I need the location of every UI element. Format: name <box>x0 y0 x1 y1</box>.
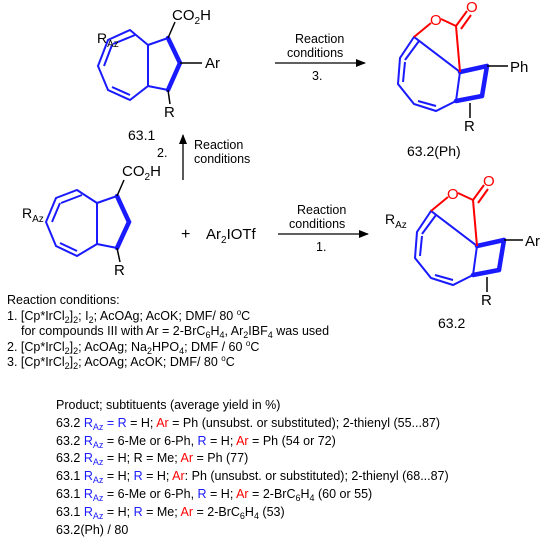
arrow-3-line1: Reaction <box>295 32 344 46</box>
compound-label-63-2: 63.2 <box>438 315 465 331</box>
arrow-1-number: 1. <box>316 240 326 254</box>
raz-label: RAz <box>385 211 407 231</box>
product-row: 63.2 RAz = 6-Me or 6-Ph, R = H; Ar = Ph … <box>56 433 336 450</box>
product-row: 63.2 RAz = H; R = Me; Ar = Ph (77) <box>56 451 249 468</box>
ring-oxygen-label: O <box>430 12 442 29</box>
arrow-1-line1: Reaction <box>297 203 346 217</box>
compound-label-63-1: 63.1 <box>128 127 155 143</box>
aryl-label: Ar <box>205 55 220 72</box>
carbonyl-oxygen-label: O <box>483 173 495 190</box>
arrow-step-1: Reaction conditions 1. <box>278 203 369 254</box>
conditions-heading: Reaction conditions: <box>7 293 120 307</box>
reaction-conditions: Reaction conditions: 1. [Cp*IrCl2]2; I2;… <box>7 293 329 371</box>
reagent: + Ar2IOTf <box>181 226 257 246</box>
condition-1-note: for compounds III with Ar = 2-BrC6H4, Ar… <box>21 324 330 340</box>
compound-label-63-2-ph: 63.2(Ph) <box>407 143 461 159</box>
carboxylic-acid-label: CO2H <box>172 7 211 27</box>
azulene-core <box>96 28 182 102</box>
product-row: 63.2(Ph) / 80 <box>56 522 129 537</box>
arrow-step-2: Reaction conditions 2. <box>157 134 250 180</box>
arrow-1-line2: conditions <box>289 217 345 231</box>
arrow-2-number: 2. <box>157 146 167 160</box>
bold-bonds <box>165 35 183 93</box>
aryl-label: Ar <box>525 233 540 250</box>
structure-63-2-ph: O O Ph R 63.2(Ph) <box>396 0 528 159</box>
product-row: 63.1 RAz = 6-Me or 6-Ph, R = H; Ar = 2-B… <box>56 486 373 503</box>
product-row: 63.1 RAz = H; R = H; Ar: Ph (unsubst. or… <box>56 469 449 486</box>
r-substituent-label: R <box>464 118 475 135</box>
carboxylic-acid-label: CO2H <box>122 163 161 183</box>
plus-sign: + <box>181 226 190 243</box>
r-substituent-label: R <box>164 104 175 121</box>
arrow-3-number: 3. <box>312 69 322 83</box>
condition-2: 2. [Cp*IrCl2]2; AcOAg; Na2HPO4; DMF / 60… <box>7 338 260 356</box>
r-substituent-label: R <box>114 262 125 279</box>
structure-63-2: RAz O O Ar R 63.2 <box>385 173 540 331</box>
ring-oxygen-label: O <box>447 186 459 203</box>
phenyl-label: Ph <box>510 59 528 76</box>
arrow-2-line2: conditions <box>194 152 250 166</box>
r-substituent-label: R <box>481 292 492 309</box>
condition-3: 3. [Cp*IrCl2]2; AcOAg; AcOK; DMF/ 80 oC <box>7 354 235 371</box>
carbonyl-oxygen-label: O <box>466 0 478 16</box>
condition-1: 1. [Cp*IrCl2]2; I2; AcOAg; AcOK; DMF/ 80… <box>7 307 251 325</box>
reagent-label: Ar2IOTf <box>206 226 257 246</box>
arrow-step-3: Reaction conditions 3. <box>275 32 366 83</box>
arrow-3-line2: conditions <box>287 46 343 60</box>
products-heading: Product; subtituents (average yield in %… <box>56 398 281 412</box>
product-row: 63.1 RAz = H; R = Me; Ar = 2-BrC6H4 (53) <box>56 504 285 521</box>
raz-label: RAz <box>97 30 119 50</box>
product-row: 63.2 RAz = R = H; Ar = Ph (unsubst. or s… <box>56 415 441 432</box>
structure-starting-material: RAz CO2H R <box>22 163 161 279</box>
arrow-2-line1: Reaction <box>194 138 243 152</box>
raz-label: RAz <box>22 205 44 225</box>
product-list: Product; subtituents (average yield in %… <box>56 397 449 539</box>
structure-63-1: RAz CO2H Ar R 63.1 <box>96 7 220 143</box>
